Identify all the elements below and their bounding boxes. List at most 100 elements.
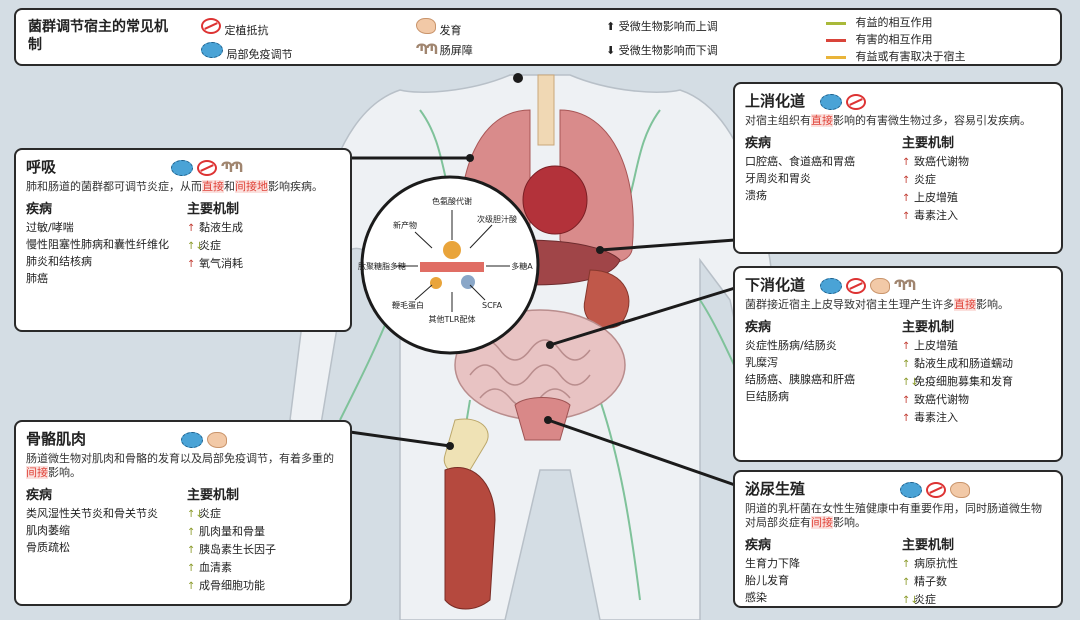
list-item: ↑↓炎症	[187, 507, 221, 520]
upper-gi-disease-list: 疾病 口腔癌、食道癌和胃癌 牙周炎和胃炎 溃疡	[745, 132, 894, 225]
list-item: 炎症性肠病/结肠炎	[745, 339, 837, 352]
respiratory-box: 呼吸 ՊՊ 肺和肠道的菌群都可调节炎症，从而直接和间接地影响疾病。 疾病 过敏/…	[14, 148, 352, 332]
gut-barrier-icon: ՊՊ	[894, 277, 916, 294]
connector-dot-mouth	[513, 73, 523, 83]
list-item: 肺癌	[26, 272, 48, 285]
lower-gi-description: 菌群接近宿主上皮导致对宿主生理产生许多直接影响。	[745, 298, 1009, 311]
list-item: ↑致癌代谢物	[902, 155, 969, 168]
development-icon	[207, 431, 228, 448]
no-colonization-icon	[201, 18, 221, 34]
list-item: 感染	[745, 591, 767, 604]
list-item: ↑上皮增殖	[902, 191, 958, 204]
list-item: 生育力下降	[745, 557, 800, 570]
urogenital-title: 泌尿生殖	[745, 480, 806, 498]
respiratory-disease-list: 疾病 过敏/哮喘 慢性阻塞性肺病和囊性纤维化 肺炎和结核病 肺癌	[26, 198, 179, 287]
center-label-4: 其他TLR配体	[429, 314, 476, 324]
legend-item-down: ⬇ 受微生物影响而下调	[606, 44, 718, 57]
connector-dot-uterus	[544, 416, 552, 424]
legend-line-beneficial: 有益的相互作用	[826, 14, 933, 30]
list-item: 慢性阻塞性肺病和囊性纤维化	[26, 238, 169, 251]
skeletal-mechanism-list: 主要机制 ↑↓炎症 ↑肌肉量和骨量 ↑胰岛素生长因子 ↑血清素 ↑成骨细胞功能	[187, 484, 340, 595]
legend-item-development: 发育	[416, 18, 462, 38]
list-item: ↑毒素注入	[902, 411, 958, 424]
list-item: ↑毒素注入	[902, 209, 958, 222]
urogenital-box: 泌尿生殖 阴道的乳杆菌在女性生殖健康中有重要作用，同时肠道微生物对局部炎症有间接…	[733, 470, 1063, 608]
gut-barrier-icon: ՊՊ	[416, 42, 438, 58]
local-immune-icon	[171, 159, 194, 176]
list-item: ↑肌肉量和骨量	[187, 525, 265, 538]
list-item: 胎儿发育	[745, 574, 789, 587]
list-item: ↑胰岛素生长因子	[187, 543, 276, 556]
development-icon	[416, 18, 436, 34]
connector-dot-gut	[546, 341, 554, 349]
upper-gi-mechanism-list: 主要机制 ↑致癌代谢物 ↑炎症 ↑上皮增殖 ↑毒素注入	[902, 132, 1051, 225]
local-immune-icon	[820, 93, 843, 110]
development-icon	[870, 277, 891, 294]
list-item: ↑↓免疫细胞募集和发育	[902, 375, 1013, 388]
list-item: ↑炎症	[902, 173, 936, 186]
list-item: ↑致癌代谢物	[902, 393, 969, 406]
legend-title: 菌群调节宿主的常见机制	[28, 19, 168, 53]
urogenital-mechanism-list: 主要机制 ↑病原抗性 ↑精子数 ↑↓炎症	[902, 534, 1051, 606]
skeletal-muscle-title: 骨骼肌肉	[26, 430, 87, 448]
list-item: 过敏/哮喘	[26, 221, 74, 234]
harmful-line-swatch	[826, 38, 846, 42]
center-label-2: 多糖A	[511, 261, 533, 271]
legend-panel: 菌群调节宿主的常见机制 定植抵抗 局部免疫调节 发育 ՊՊ 肠屏障 ⬆ 受微生物…	[14, 8, 1062, 66]
center-label-6: 肽聚糖脂多糖	[358, 261, 406, 271]
beneficial-line-swatch	[826, 21, 846, 25]
list-item: 类风湿性关节炎和骨关节炎	[26, 507, 158, 520]
list-item: 结肠癌、胰腺癌和肝癌	[745, 373, 855, 386]
center-label-0: 色氨酸代谢	[432, 196, 472, 206]
legend-line-harmful: 有害的相互作用	[826, 31, 933, 47]
legend-item-barrier: ՊՊ 肠屏障	[416, 42, 473, 58]
center-label-3: SCFA	[482, 301, 503, 310]
list-item: ↑精子数	[902, 575, 947, 588]
upper-gi-title: 上消化道	[745, 92, 806, 110]
lymph-vessels	[339, 109, 761, 601]
up-arrow-icon: ⬆	[606, 20, 616, 33]
local-immune-icon	[181, 431, 204, 448]
list-item: 巨结肠病	[745, 390, 789, 403]
urogenital-disease-list: 疾病 生育力下降 胎儿发育 感染	[745, 534, 894, 606]
list-item: ↑↓炎症	[902, 593, 936, 606]
list-item: 牙周炎和胃炎	[745, 172, 811, 185]
list-item: ↑↓炎症	[187, 239, 221, 252]
urogenital-description: 阴道的乳杆菌在女性生殖健康中有重要作用，同时肠道微生物对局部炎症有间接影响。	[745, 502, 1042, 529]
no-colonization-icon	[197, 159, 218, 176]
list-item: ↑黏液生成和肠道蠕动	[902, 357, 1013, 370]
legend-item-colonization: 定植抵抗	[201, 18, 269, 38]
list-item: 骨质疏松	[26, 541, 70, 554]
connector-dot-lung	[466, 154, 474, 162]
list-item: 口腔癌、食道癌和胃癌	[745, 155, 855, 168]
list-item: 溃疡	[745, 189, 767, 202]
center-label-7: 新产物	[393, 220, 417, 230]
center-arrows	[394, 210, 510, 312]
list-item: 肺炎和结核病	[26, 255, 92, 268]
thigh-bone	[443, 418, 489, 475]
legend-item-up: ⬆ 受微生物影响而上调	[606, 20, 718, 33]
center-hub	[420, 241, 484, 289]
list-item: ↑氧气消耗	[187, 257, 243, 270]
no-colonization-icon	[926, 481, 947, 498]
gut-barrier-icon: ՊՊ	[221, 159, 243, 176]
local-immune-icon	[201, 42, 223, 58]
list-item: ↑成骨细胞功能	[187, 579, 265, 592]
development-icon	[950, 481, 971, 498]
connector-dot-bone	[446, 442, 454, 450]
list-item: ↑病原抗性	[902, 557, 958, 570]
context-line-swatch	[826, 55, 846, 59]
trachea	[537, 74, 555, 146]
list-item: ↑上皮增殖	[902, 339, 958, 352]
list-item: ↑血清素	[187, 561, 232, 574]
local-immune-icon	[820, 277, 843, 294]
respiratory-description: 肺和肠道的菌群都可调节炎症，从而直接和间接地影响疾病。	[26, 180, 323, 193]
connector-lines	[349, 156, 736, 487]
skeletal-muscle-box: 骨骼肌肉 肠道微生物对肌肉和骨骼的发育以及局部免疫调节，有着多重的间接影响。 疾…	[14, 420, 352, 606]
no-colonization-icon	[846, 277, 867, 294]
list-item: 乳糜泻	[745, 356, 778, 369]
uterus	[514, 397, 571, 441]
connector-dot-stomach	[596, 246, 604, 254]
